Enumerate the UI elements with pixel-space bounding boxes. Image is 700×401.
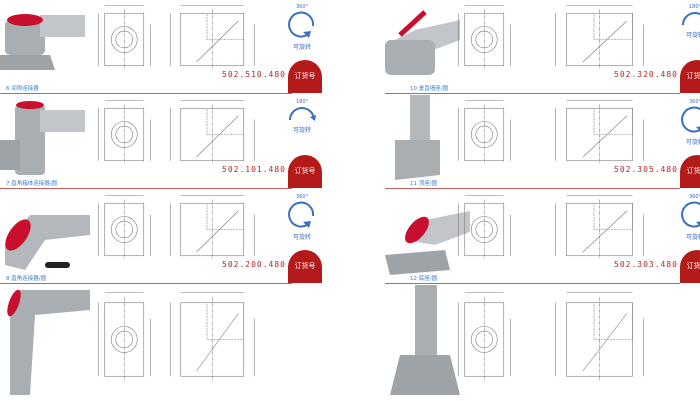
front-view-drawing [455, 97, 520, 176]
order-number: 502.510.480 [222, 70, 286, 79]
front-view-drawing [95, 287, 160, 396]
front-view-drawing [455, 2, 520, 81]
product-image [385, 211, 470, 275]
front-view-drawing [95, 2, 160, 81]
rotation-label: 可旋转 [685, 32, 700, 39]
order-badge: 订货号 [680, 60, 700, 93]
technical-drawing [457, 195, 511, 260]
side-view-drawing [165, 192, 270, 271]
technical-drawing [555, 195, 644, 260]
order-number: 502.320.480 [614, 70, 678, 79]
divider-line [385, 93, 680, 94]
rotation-angle: 180° [295, 99, 309, 105]
side-view-drawing [165, 97, 270, 176]
order-badge: 订货号 [680, 250, 700, 283]
side-view-drawing [165, 287, 270, 396]
technical-drawing [169, 5, 255, 70]
product-caption: 11 顶座/圆 [410, 181, 438, 187]
rotation-indicator: 360° 可旋转 [675, 99, 700, 146]
product-caption: 12 底座/圆 [410, 276, 438, 282]
technical-drawing [97, 195, 151, 260]
rotation-angle: 360° [295, 4, 309, 10]
rotate-arrow-icon [289, 107, 316, 121]
product-caption: 10 垂直墙座/圆 [410, 86, 449, 92]
front-view-drawing [95, 192, 160, 271]
divider-line [385, 188, 680, 189]
rotation-label: 可旋转 [292, 234, 311, 241]
technical-drawing [97, 291, 151, 382]
order-number: 502.200.480 [222, 260, 286, 269]
technical-drawing [555, 100, 644, 165]
product-image [0, 14, 85, 70]
rotate-arrow-icon [288, 11, 315, 38]
front-view-drawing [95, 97, 160, 176]
technical-drawing [97, 5, 151, 70]
rotation-indicator: 360° 可旋转 [282, 194, 322, 241]
divider-line [385, 283, 680, 284]
front-view-drawing [455, 287, 520, 396]
technical-drawing [457, 100, 511, 165]
rotation-indicator: 360° 可旋转 [282, 4, 322, 51]
rotation-label: 可旋转 [685, 139, 700, 146]
rotate-arrow-icon [681, 106, 700, 133]
divider-line [0, 188, 292, 189]
side-view-drawing [550, 287, 660, 396]
product-image [390, 285, 460, 395]
technical-drawing [457, 5, 511, 70]
product-panel-9 [0, 285, 330, 401]
product-caption: 7 直角箱体连接器/圆 [6, 181, 58, 187]
rotation-indicator: 180° 可旋转 [675, 4, 700, 39]
order-badge: 订货号 [680, 155, 700, 188]
side-view-drawing [550, 97, 660, 176]
order-badge: 订货号 [288, 60, 322, 93]
front-view-drawing [455, 192, 520, 271]
divider-line [0, 283, 292, 284]
rotate-arrow-icon [682, 12, 700, 26]
product-panel-13 [355, 285, 700, 401]
technical-drawing [169, 291, 255, 382]
product-image [7, 289, 90, 395]
product-image [0, 101, 85, 175]
rotation-angle: 360° [688, 99, 700, 105]
rotation-label: 可旋转 [292, 44, 311, 51]
rotate-arrow-icon [288, 201, 315, 228]
order-number: 502.305.480 [614, 165, 678, 174]
product-image [5, 215, 90, 270]
technical-drawing [457, 291, 511, 382]
product-image [395, 95, 440, 180]
technical-drawing [555, 291, 644, 382]
rotation-angle: 360° [688, 194, 700, 200]
rotation-indicator: 180° 可旋转 [282, 99, 322, 134]
product-caption: 6 间隙连接器 [6, 86, 39, 92]
rotation-angle: 360° [295, 194, 309, 200]
product-image [385, 10, 460, 75]
technical-drawing [169, 195, 255, 260]
product-caption: 8 直角连接器/圆 [6, 276, 47, 282]
order-number: 502.303.480 [614, 260, 678, 269]
technical-drawing [555, 5, 644, 70]
divider-line [0, 93, 292, 94]
rotate-arrow-icon [681, 201, 700, 228]
technical-drawing [169, 100, 255, 165]
rotation-label: 可旋转 [685, 234, 700, 241]
rotation-angle: 180° [688, 4, 700, 10]
side-view-drawing [165, 2, 270, 81]
rotation-label: 可旋转 [292, 127, 311, 134]
side-view-drawing [550, 192, 660, 271]
side-view-drawing [550, 2, 660, 81]
rotation-indicator: 360° 可旋转 [675, 194, 700, 241]
order-number: 502.101.480 [222, 165, 286, 174]
technical-drawing [97, 100, 151, 165]
order-badge: 订货号 [288, 155, 322, 188]
order-badge: 订货号 [288, 250, 322, 283]
